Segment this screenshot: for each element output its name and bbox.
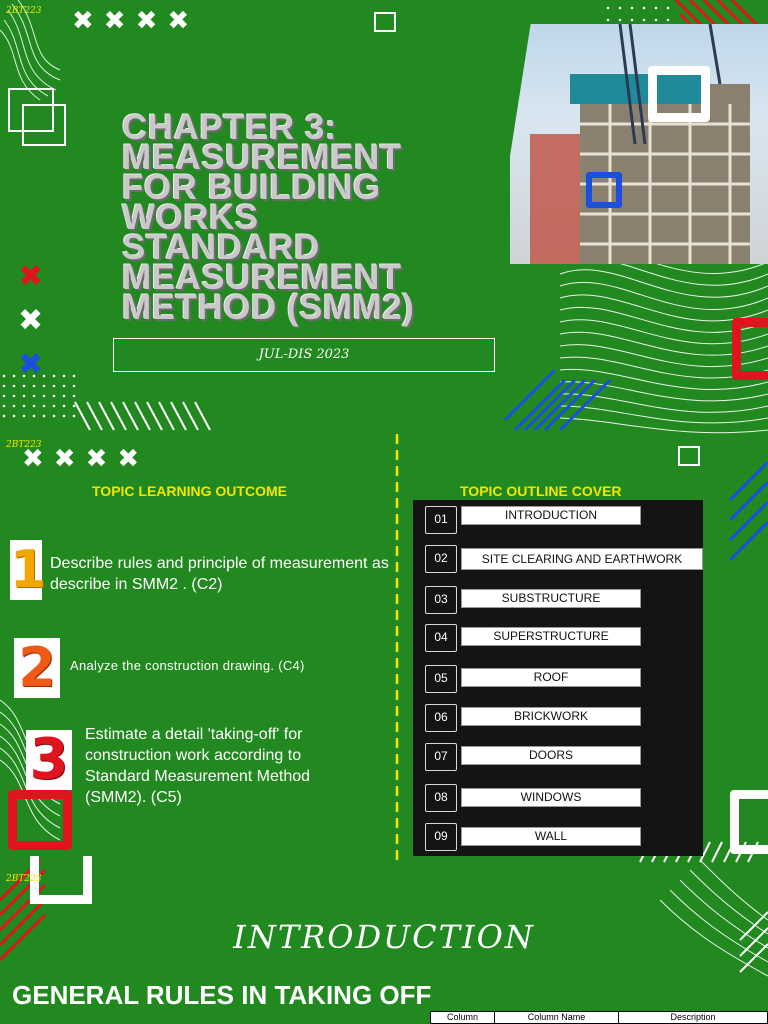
outcome-text: Analyze the construction drawing. (C4)	[70, 658, 305, 673]
topic-outline-panel: 01 INTRODUCTION 02 SITE CLEARING AND EAR…	[413, 500, 703, 856]
title-line: MEASUREMENT	[122, 138, 402, 177]
table-header-cell: Column	[431, 1012, 495, 1023]
square-outline-icon	[732, 318, 768, 380]
title-line: WORKS	[122, 198, 259, 237]
title-line: METHOD (SMM2)	[122, 288, 415, 327]
square-outline-icon	[8, 88, 54, 132]
square-outline-icon	[374, 12, 396, 32]
outline-item-brickwork: BRICKWORK	[461, 707, 641, 726]
x-mark-icon: ✖	[18, 303, 44, 338]
outline-item-substructure: SUBSTRUCTURE	[461, 589, 641, 608]
outline-number: 07	[425, 743, 457, 771]
section-tag: 2BT223	[6, 440, 42, 450]
outcome-text: Estimate a detail 'taking-off' for const…	[85, 726, 311, 806]
outline-number: 01	[425, 506, 457, 534]
x-mark-icon: ✖	[18, 259, 44, 294]
square-outline-icon	[586, 172, 622, 208]
x-mark-icon: ✖	[18, 347, 44, 382]
outline-item-windows: WINDOWS	[461, 788, 641, 807]
outline-number: 06	[425, 704, 457, 732]
table-header-cell: Description	[670, 1012, 716, 1022]
outline-item-wall: WALL	[461, 827, 641, 846]
square-outline-icon	[8, 790, 72, 850]
outline-number: 03	[425, 586, 457, 614]
number-one-icon: 1	[10, 540, 47, 600]
square-outline-icon	[22, 104, 66, 146]
title-line: MEASUREMENT	[122, 258, 402, 297]
x-mark-icon: ✖✖✖✖	[72, 6, 200, 36]
construction-photo	[510, 24, 768, 264]
outline-number: 02	[425, 545, 457, 573]
square-outline-icon	[730, 790, 768, 854]
number-three-icon: 3	[26, 730, 72, 790]
outline-item-introduction: INTRODUCTION	[461, 506, 641, 525]
outline-item-doors: DOORS	[461, 746, 641, 765]
footer-tag: 2BT223	[6, 874, 42, 884]
rules-table-header: Column Column Name Description	[430, 1011, 768, 1024]
table-header-cell: Column Name	[495, 1012, 619, 1023]
outline-item-site-clearing: SITE CLEARING AND EARTHWORK	[461, 548, 703, 570]
square-outline-icon	[30, 856, 92, 904]
topic-outline-heading: TOPIC OUTLINE COVER	[460, 483, 622, 499]
outline-number: 05	[425, 665, 457, 693]
learning-outcome-heading: TOPIC LEARNING OUTCOME	[92, 483, 287, 499]
outline-item-superstructure: SUPERSTRUCTURE	[461, 627, 641, 646]
title-line: CHAPTER 3:	[122, 108, 338, 147]
session-label: JUL-DIS 2023	[113, 338, 495, 372]
outline-number: 08	[425, 784, 457, 812]
outcome-text: Describe rules and principle of measurem…	[50, 555, 389, 593]
outline-number: 09	[425, 823, 457, 851]
outline-number: 04	[425, 624, 457, 652]
title-line: FOR BUILDING	[122, 168, 381, 207]
introduction-title: INTRODUCTION	[233, 918, 535, 956]
square-outline-icon	[648, 66, 710, 122]
outline-item-roof: ROOF	[461, 668, 641, 687]
number-two-icon: 2	[14, 638, 60, 698]
general-rules-heading: GENERAL RULES IN TAKING OFF	[12, 980, 432, 1010]
x-mark-icon: ✖✖✖✖	[22, 444, 150, 474]
title-line: STANDARD	[122, 228, 320, 267]
corner-tag: 2BT223	[6, 6, 42, 16]
square-outline-icon	[678, 446, 700, 466]
